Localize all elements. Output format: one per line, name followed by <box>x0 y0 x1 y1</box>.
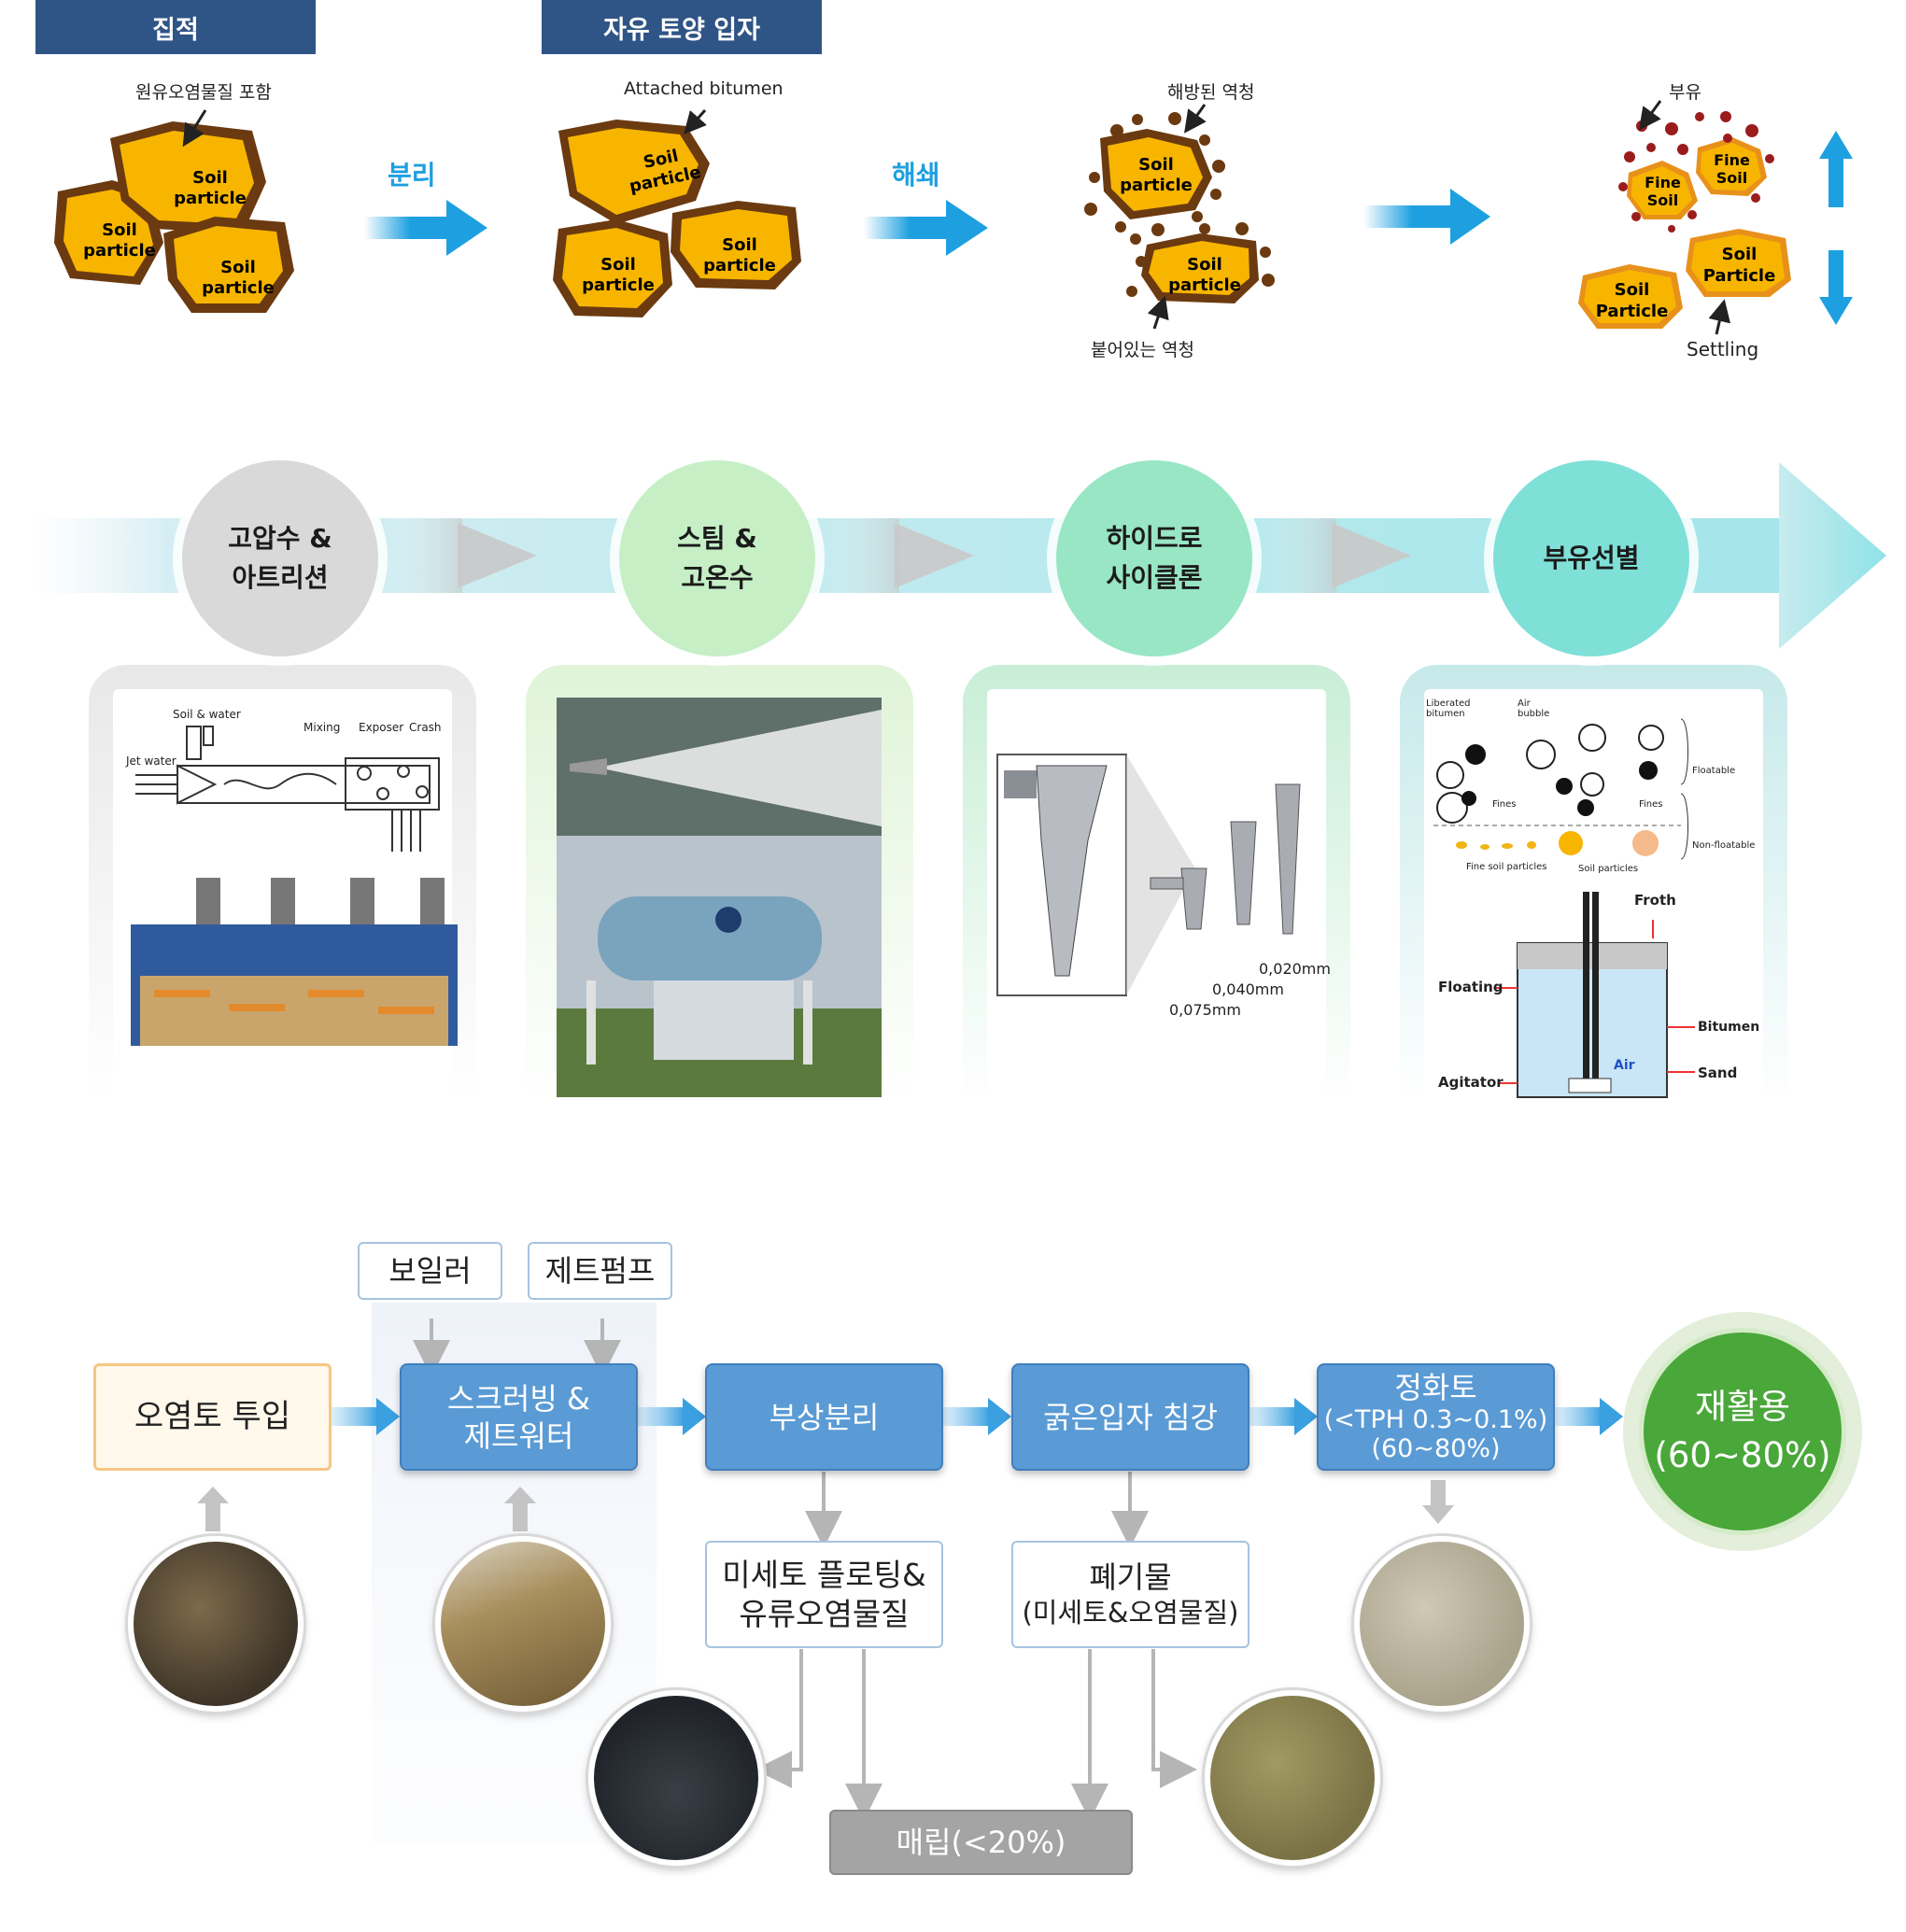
stage2-note: Attached bitumen <box>624 78 784 99</box>
scrubbing-photo <box>435 1536 611 1712</box>
purified-soil-photo <box>1354 1536 1530 1712</box>
flotation-separation-box: 부상분리 <box>705 1363 943 1471</box>
s1-particle-2: Soil particle <box>174 168 247 208</box>
label-liberated-bitumen: Liberated bitumen <box>1426 698 1471 719</box>
s2-particle-3: Soil particle <box>703 235 776 275</box>
label-soil-particles: Soil particles <box>1578 864 1639 874</box>
next-stage-arrow <box>1363 189 1490 245</box>
label-bitumen: Bitumen <box>1698 1020 1760 1035</box>
panel-attrition-inner <box>113 689 452 1104</box>
purified-soil-box: 정화토 (<TPH 0.3~0.1%) (60~80%) <box>1317 1363 1555 1471</box>
stage1-note: 원유오염물질 포함 <box>135 82 272 103</box>
waste-line1: 폐기물 <box>1089 1559 1172 1596</box>
s3-particle-2: Soil particle <box>1168 255 1241 295</box>
panel-flot-inner <box>1424 689 1763 1104</box>
separation-label: 분리 <box>388 160 436 190</box>
stage1-particles <box>54 121 294 313</box>
label-crash: Crash <box>409 721 442 734</box>
stage3-note-top: 해방된 역청 <box>1167 82 1255 103</box>
fine-soil-box: 미세토 플로팅& 유류오염물질 <box>705 1541 943 1648</box>
header-free-particles: 자유 토양 입자 <box>542 0 822 54</box>
label-exposer: Exposer <box>359 721 404 734</box>
flow-arrows <box>332 1398 1623 1435</box>
step-steam-hot-water: 스팀 & 고온수 <box>619 460 815 656</box>
stage4-note-bottom: Settling <box>1687 338 1759 360</box>
waste-box: 폐기물 (미세토&오염물질) <box>1011 1541 1249 1648</box>
s4-fine-2: Fine Soil <box>1714 151 1750 188</box>
label-agitator: Agitator <box>1438 1074 1504 1091</box>
waste-photo <box>1205 1690 1380 1866</box>
stage4-particles <box>1578 111 1791 329</box>
step-hydrocyclone: 하이드로 사이클론 <box>1056 460 1252 656</box>
boiler-box: 보일러 <box>358 1242 502 1300</box>
disintegration-arrow <box>864 200 988 256</box>
purified-soil-title: 정화토 <box>1394 1370 1477 1406</box>
s1-particle-1: Soil particle <box>83 220 156 261</box>
stage2-particles <box>553 120 801 317</box>
label-floating: Floating <box>1438 979 1504 995</box>
label-froth: Froth <box>1634 892 1676 909</box>
s4-fine-1: Fine Soil <box>1645 174 1681 210</box>
scrubbing-line1: 스크러빙 & <box>447 1380 590 1417</box>
fine-soil-line1: 미세토 플로팅& <box>722 1557 926 1594</box>
separation-arrow <box>364 200 487 256</box>
label-fine-soil-particles: Fine soil particles <box>1466 862 1547 872</box>
float-settle-arrows <box>1819 131 1853 325</box>
jetpump-box: 제트펌프 <box>528 1242 672 1300</box>
stage3-particles <box>1084 112 1275 303</box>
label-sand: Sand <box>1698 1065 1738 1081</box>
fine-soil-photo <box>588 1690 764 1866</box>
s1-particle-3: Soil particle <box>202 258 275 298</box>
waste-line2: (미세토&오염물질) <box>1022 1597 1239 1629</box>
panel-steam <box>526 665 913 1104</box>
landfill-box: 매립(<20%) <box>829 1810 1133 1875</box>
s4-particle-2: Soil Particle <box>1595 280 1669 321</box>
s2-particle-2: Soil particle <box>582 255 655 295</box>
label-air-bubble: Air bubble <box>1518 698 1550 719</box>
recycle-line2: (60~80%) <box>1654 1435 1831 1475</box>
label-soil-water: Soil & water <box>173 708 241 721</box>
contaminated-soil-photo <box>128 1536 304 1712</box>
coarse-settling-box: 굵은입자 침강 <box>1011 1363 1249 1471</box>
connector-lines <box>413 1319 1197 1821</box>
step-flotation: 부유선별 <box>1493 460 1689 656</box>
recycle-circle: 재활용 (60~80%) <box>1639 1328 1846 1535</box>
label-floatable: Floatable <box>1692 766 1736 776</box>
label-0020mm: 0,020mm <box>1259 960 1331 978</box>
disintegration-label: 해쇄 <box>892 160 940 190</box>
label-jet-water: Jet water <box>126 754 176 768</box>
label-non-floatable: Non-floatable <box>1692 840 1756 851</box>
label-fines-1: Fines <box>1492 799 1517 810</box>
label-air: Air <box>1614 1058 1635 1073</box>
purified-soil-pct: (60~80%) <box>1371 1433 1501 1463</box>
stage3-note-bottom: 붙어있는 역청 <box>1091 340 1194 360</box>
fine-soil-line2: 유류오염물질 <box>739 1595 910 1632</box>
purified-soil-tph: (<TPH 0.3~0.1%) <box>1323 1404 1548 1434</box>
step-high-pressure-attrition: 고압수 & 아트리션 <box>182 460 378 656</box>
contaminated-soil-input-box: 오염토 투입 <box>93 1363 332 1471</box>
up-arrows <box>197 1480 1454 1531</box>
s3-particle-1: Soil particle <box>1120 155 1193 195</box>
stage4-note-top: 부유 <box>1669 82 1701 103</box>
recycle-line1: 재활용 <box>1694 1387 1791 1428</box>
scrubbing-box: 스크러빙 & 제트워터 <box>400 1363 638 1471</box>
label-mixing: Mixing <box>304 721 341 734</box>
label-0075mm: 0,075mm <box>1169 1001 1241 1019</box>
header-agglomeration: 집적 <box>35 0 316 54</box>
panel-hydro-inner <box>987 689 1326 1104</box>
s4-particle-1: Soil Particle <box>1702 245 1776 286</box>
scrubbing-line2: 제트워터 <box>463 1417 574 1454</box>
label-0040mm: 0,040mm <box>1212 980 1284 998</box>
label-fines-2: Fines <box>1639 799 1663 810</box>
